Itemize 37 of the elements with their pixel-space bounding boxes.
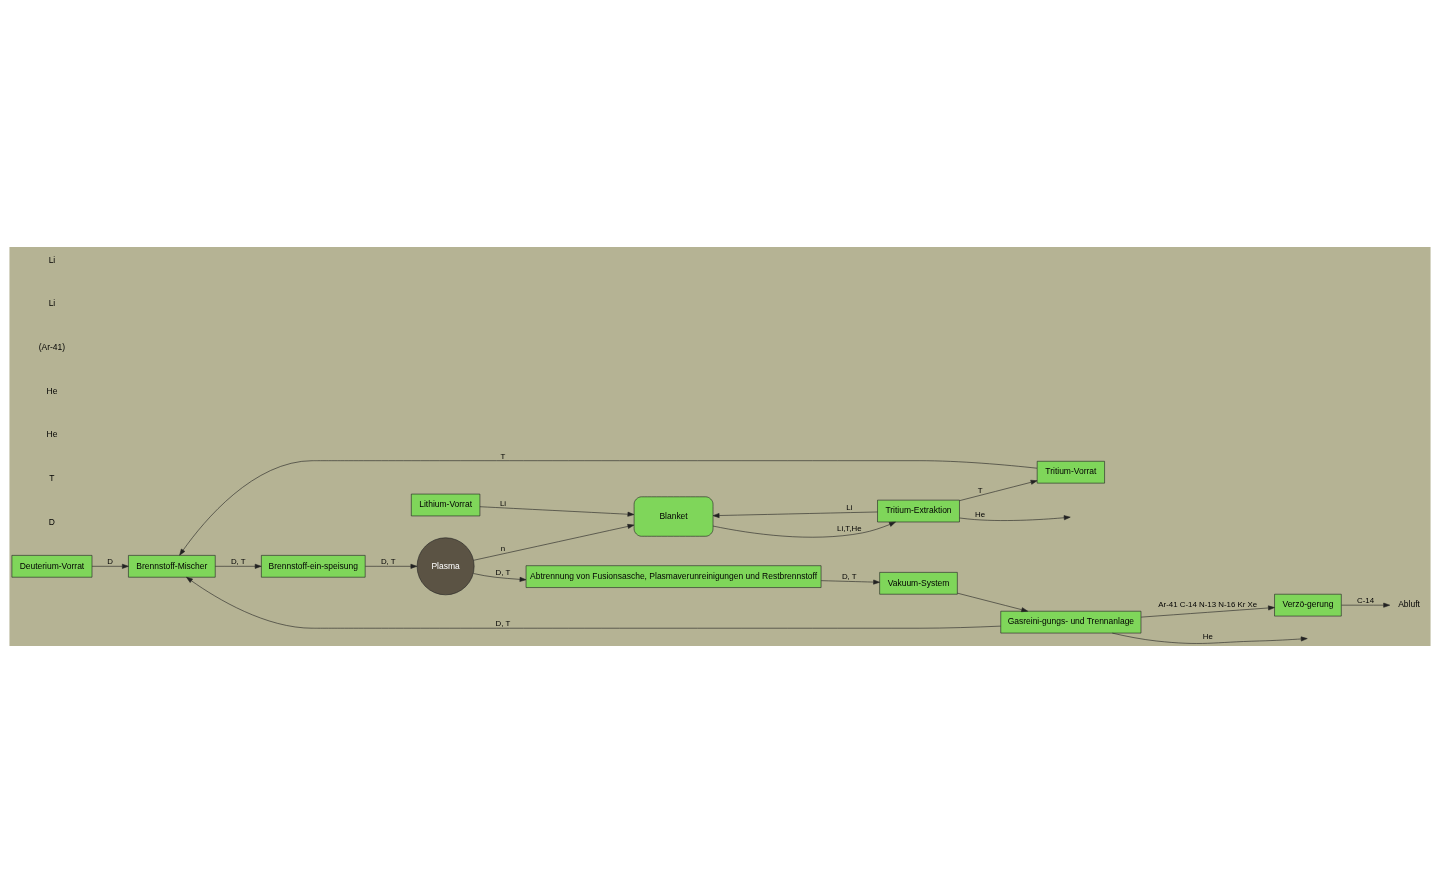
arrow: [712, 511, 878, 518]
arrow: [820, 579, 880, 584]
node-box: Gasreini-gungs- und Trennanlage: [1000, 610, 1142, 633]
label: T: [49, 472, 55, 483]
arrow: [959, 514, 1071, 521]
arrow: [959, 479, 1038, 501]
arrow: [91, 563, 129, 569]
arrow: [365, 563, 418, 569]
label: (Ar-41): [38, 341, 66, 352]
arrow: [214, 563, 262, 569]
arrow: [179, 459, 1038, 555]
node-box: Blanket: [633, 496, 714, 537]
arrow: [1140, 605, 1275, 617]
arrow: [186, 576, 1001, 629]
node-box: Tritium-Extraktion: [877, 499, 960, 522]
node-box: Verzö-gerung: [1274, 593, 1342, 616]
arrow: [1341, 602, 1391, 608]
node-text: Abluft: [1398, 598, 1420, 609]
node-box: Abtrennung von Fusionsasche, Plasmaverunreinigungen und Restbrennstoff: [525, 564, 822, 588]
label: He: [46, 385, 58, 396]
arrow: [712, 521, 896, 537]
node-box: Vakuum-System: [879, 571, 958, 595]
arrow: [473, 523, 635, 561]
node-box: Brennstoff-ein-speisung: [261, 554, 366, 578]
label: Li: [48, 297, 56, 308]
node-box: Tritium-Vorrat: [1036, 460, 1105, 483]
node-circle: Plasma: [416, 536, 475, 595]
label: Li: [48, 254, 56, 265]
label: D: [48, 516, 56, 527]
node-box: Deuterium-Vorrat: [11, 554, 93, 578]
label: He: [46, 428, 58, 439]
arrow: [1112, 632, 1308, 644]
arrow: [473, 572, 527, 582]
node-box: Brennstoff-Mischer: [128, 554, 216, 578]
arrow: [479, 505, 635, 517]
node-box: Lithium-Vorrat: [411, 493, 481, 516]
arrow: [957, 592, 1028, 612]
